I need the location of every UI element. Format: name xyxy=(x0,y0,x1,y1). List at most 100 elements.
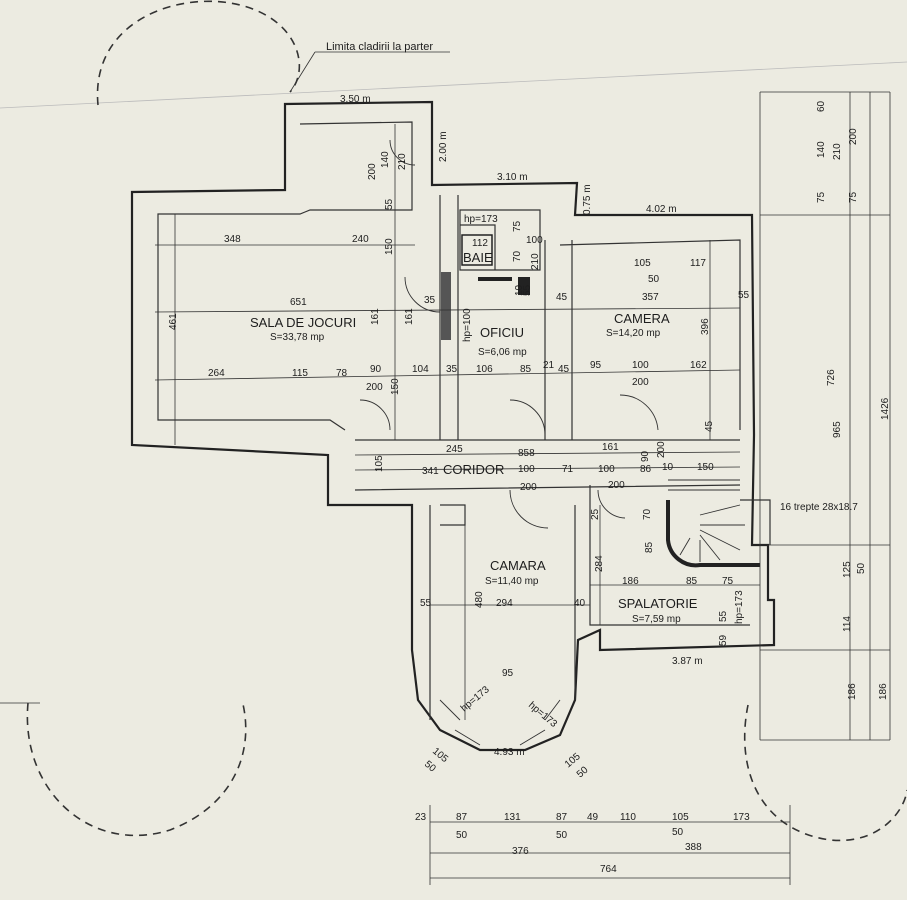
dim-label: 0.75 m xyxy=(582,184,593,215)
dim-label: 186 xyxy=(622,576,639,587)
dim-label: 2.00 m xyxy=(438,131,449,162)
dim-label: 173 xyxy=(733,812,750,823)
room-name-camera: CAMERA xyxy=(614,311,670,326)
dim-label: 70 xyxy=(642,508,653,520)
dim-label: 161 xyxy=(370,308,381,325)
dim-label: 50 xyxy=(575,764,591,780)
dim-label: 78 xyxy=(336,368,348,379)
dim-label: 117 xyxy=(690,258,706,269)
dim-label: 764 xyxy=(600,864,617,875)
dim-label: 100 xyxy=(518,464,535,475)
dim-label: 50 xyxy=(672,827,684,838)
dim-label: 60 xyxy=(816,100,827,112)
dim-label: 95 xyxy=(502,668,514,679)
outer-wall xyxy=(130,100,776,752)
dim-label: 55 xyxy=(420,598,432,609)
dim-label: hp=173 xyxy=(526,700,559,730)
dim-label: 87 xyxy=(456,812,468,823)
dim-label: hp=173 xyxy=(464,214,498,225)
dim-label: 115 xyxy=(292,368,308,379)
dim-label: 100 xyxy=(526,235,543,246)
dim-label: 59 xyxy=(718,634,729,646)
dim-label: 104 xyxy=(412,364,429,375)
dim-label: 140 xyxy=(816,141,827,158)
dim-label: 200 xyxy=(632,377,649,388)
dim-label: 55 xyxy=(718,610,729,622)
dim-label: 376 xyxy=(512,846,529,857)
dim-label: 162 xyxy=(690,360,707,371)
dim-label: 40 xyxy=(574,598,586,609)
corridor-length: 341 xyxy=(422,466,439,477)
room-area-spalatorie: S=7,59 mp xyxy=(632,614,681,625)
staircase xyxy=(666,479,760,568)
dim-label: 90 xyxy=(640,450,651,462)
dim-label: 87 xyxy=(556,812,568,823)
dim-label: 85 xyxy=(644,541,655,553)
room-name-camara: CAMARA xyxy=(490,558,546,573)
dim-label: 4.93 m xyxy=(494,747,525,758)
dim-label: hp=173 xyxy=(459,684,492,714)
dim-label: 50 xyxy=(856,562,867,574)
dim-label: 3.10 m xyxy=(497,172,528,183)
dim-label: 35 xyxy=(424,295,436,306)
dim-label: 240 xyxy=(352,234,369,245)
dim-label: 284 xyxy=(594,555,605,572)
room-area-camera: S=14,20 mp xyxy=(606,328,661,339)
dim-label: 200 xyxy=(608,480,625,491)
dim-label: 110 xyxy=(620,812,636,823)
dim-label: 75 xyxy=(848,191,859,203)
dim-label: hp=173 xyxy=(734,590,745,624)
room-area-oficiu: S=6,06 mp xyxy=(478,347,527,358)
dim-label: 55 xyxy=(738,290,750,301)
dim-label: 388 xyxy=(685,842,702,853)
dim-label: 45 xyxy=(556,292,568,303)
building-limit-label: Limita cladirii la parter xyxy=(326,41,433,53)
dim-label: 264 xyxy=(208,368,225,379)
dim-label: 45 xyxy=(558,364,570,375)
room-name-coridor: CORIDOR xyxy=(443,462,504,477)
dim-label: 86 xyxy=(640,464,652,475)
dim-label: 150 xyxy=(384,238,395,255)
dim-label: 85 xyxy=(686,576,698,587)
dim-label: 186 xyxy=(847,683,858,700)
dim-label: 210 xyxy=(397,153,408,170)
dim-label: 186 xyxy=(878,683,889,700)
building-limit-left xyxy=(26,699,247,837)
room-name-spalatorie: SPALATORIE xyxy=(618,596,698,611)
dim-label: 131 xyxy=(504,812,521,823)
dim-label: 55 xyxy=(384,198,395,210)
dim-label: 461 xyxy=(168,313,179,330)
dim-label: 161 xyxy=(602,442,619,453)
dim-label: 140 xyxy=(380,151,391,168)
dim-label: 200 xyxy=(366,382,383,393)
dim-label: 200 xyxy=(520,482,537,493)
dim-label: 125 xyxy=(842,561,853,578)
dim-label: 50 xyxy=(456,830,468,841)
dim-label: 23 xyxy=(415,812,427,823)
dim-label: 21 xyxy=(543,360,555,371)
dim-label: 45 xyxy=(704,420,715,432)
dim-label: 200 xyxy=(848,128,859,145)
room-name-oficiu: OFICIU xyxy=(480,325,524,340)
dim-label: 105 xyxy=(634,258,651,269)
dim-label: 75 xyxy=(512,220,523,232)
building-limit-right xyxy=(744,704,907,842)
dimension-labels: 3.50 m 2.00 m 3.10 m 0.75 m 4.02 m 348 2… xyxy=(168,94,891,875)
dim-label: hp=100 xyxy=(462,308,473,342)
dim-label: 106 xyxy=(476,364,493,375)
dim-label: 150 xyxy=(390,378,401,395)
dim-label: 1426 xyxy=(880,397,891,420)
dim-label: 95 xyxy=(590,360,602,371)
room-name-baie: BAIE xyxy=(463,250,493,265)
door-arc xyxy=(404,276,441,313)
dim-label: 161 xyxy=(404,308,415,325)
dim-label: 357 xyxy=(642,292,659,303)
dim-label: 114 xyxy=(842,616,853,632)
dim-label: 90 xyxy=(370,364,382,375)
dim-label: 50 xyxy=(556,830,568,841)
dim-label: 210 xyxy=(530,253,541,270)
dim-label: 965 xyxy=(832,421,843,438)
dim-label: 651 xyxy=(290,297,307,308)
room-area-camara: S=11,40 mp xyxy=(485,576,539,587)
